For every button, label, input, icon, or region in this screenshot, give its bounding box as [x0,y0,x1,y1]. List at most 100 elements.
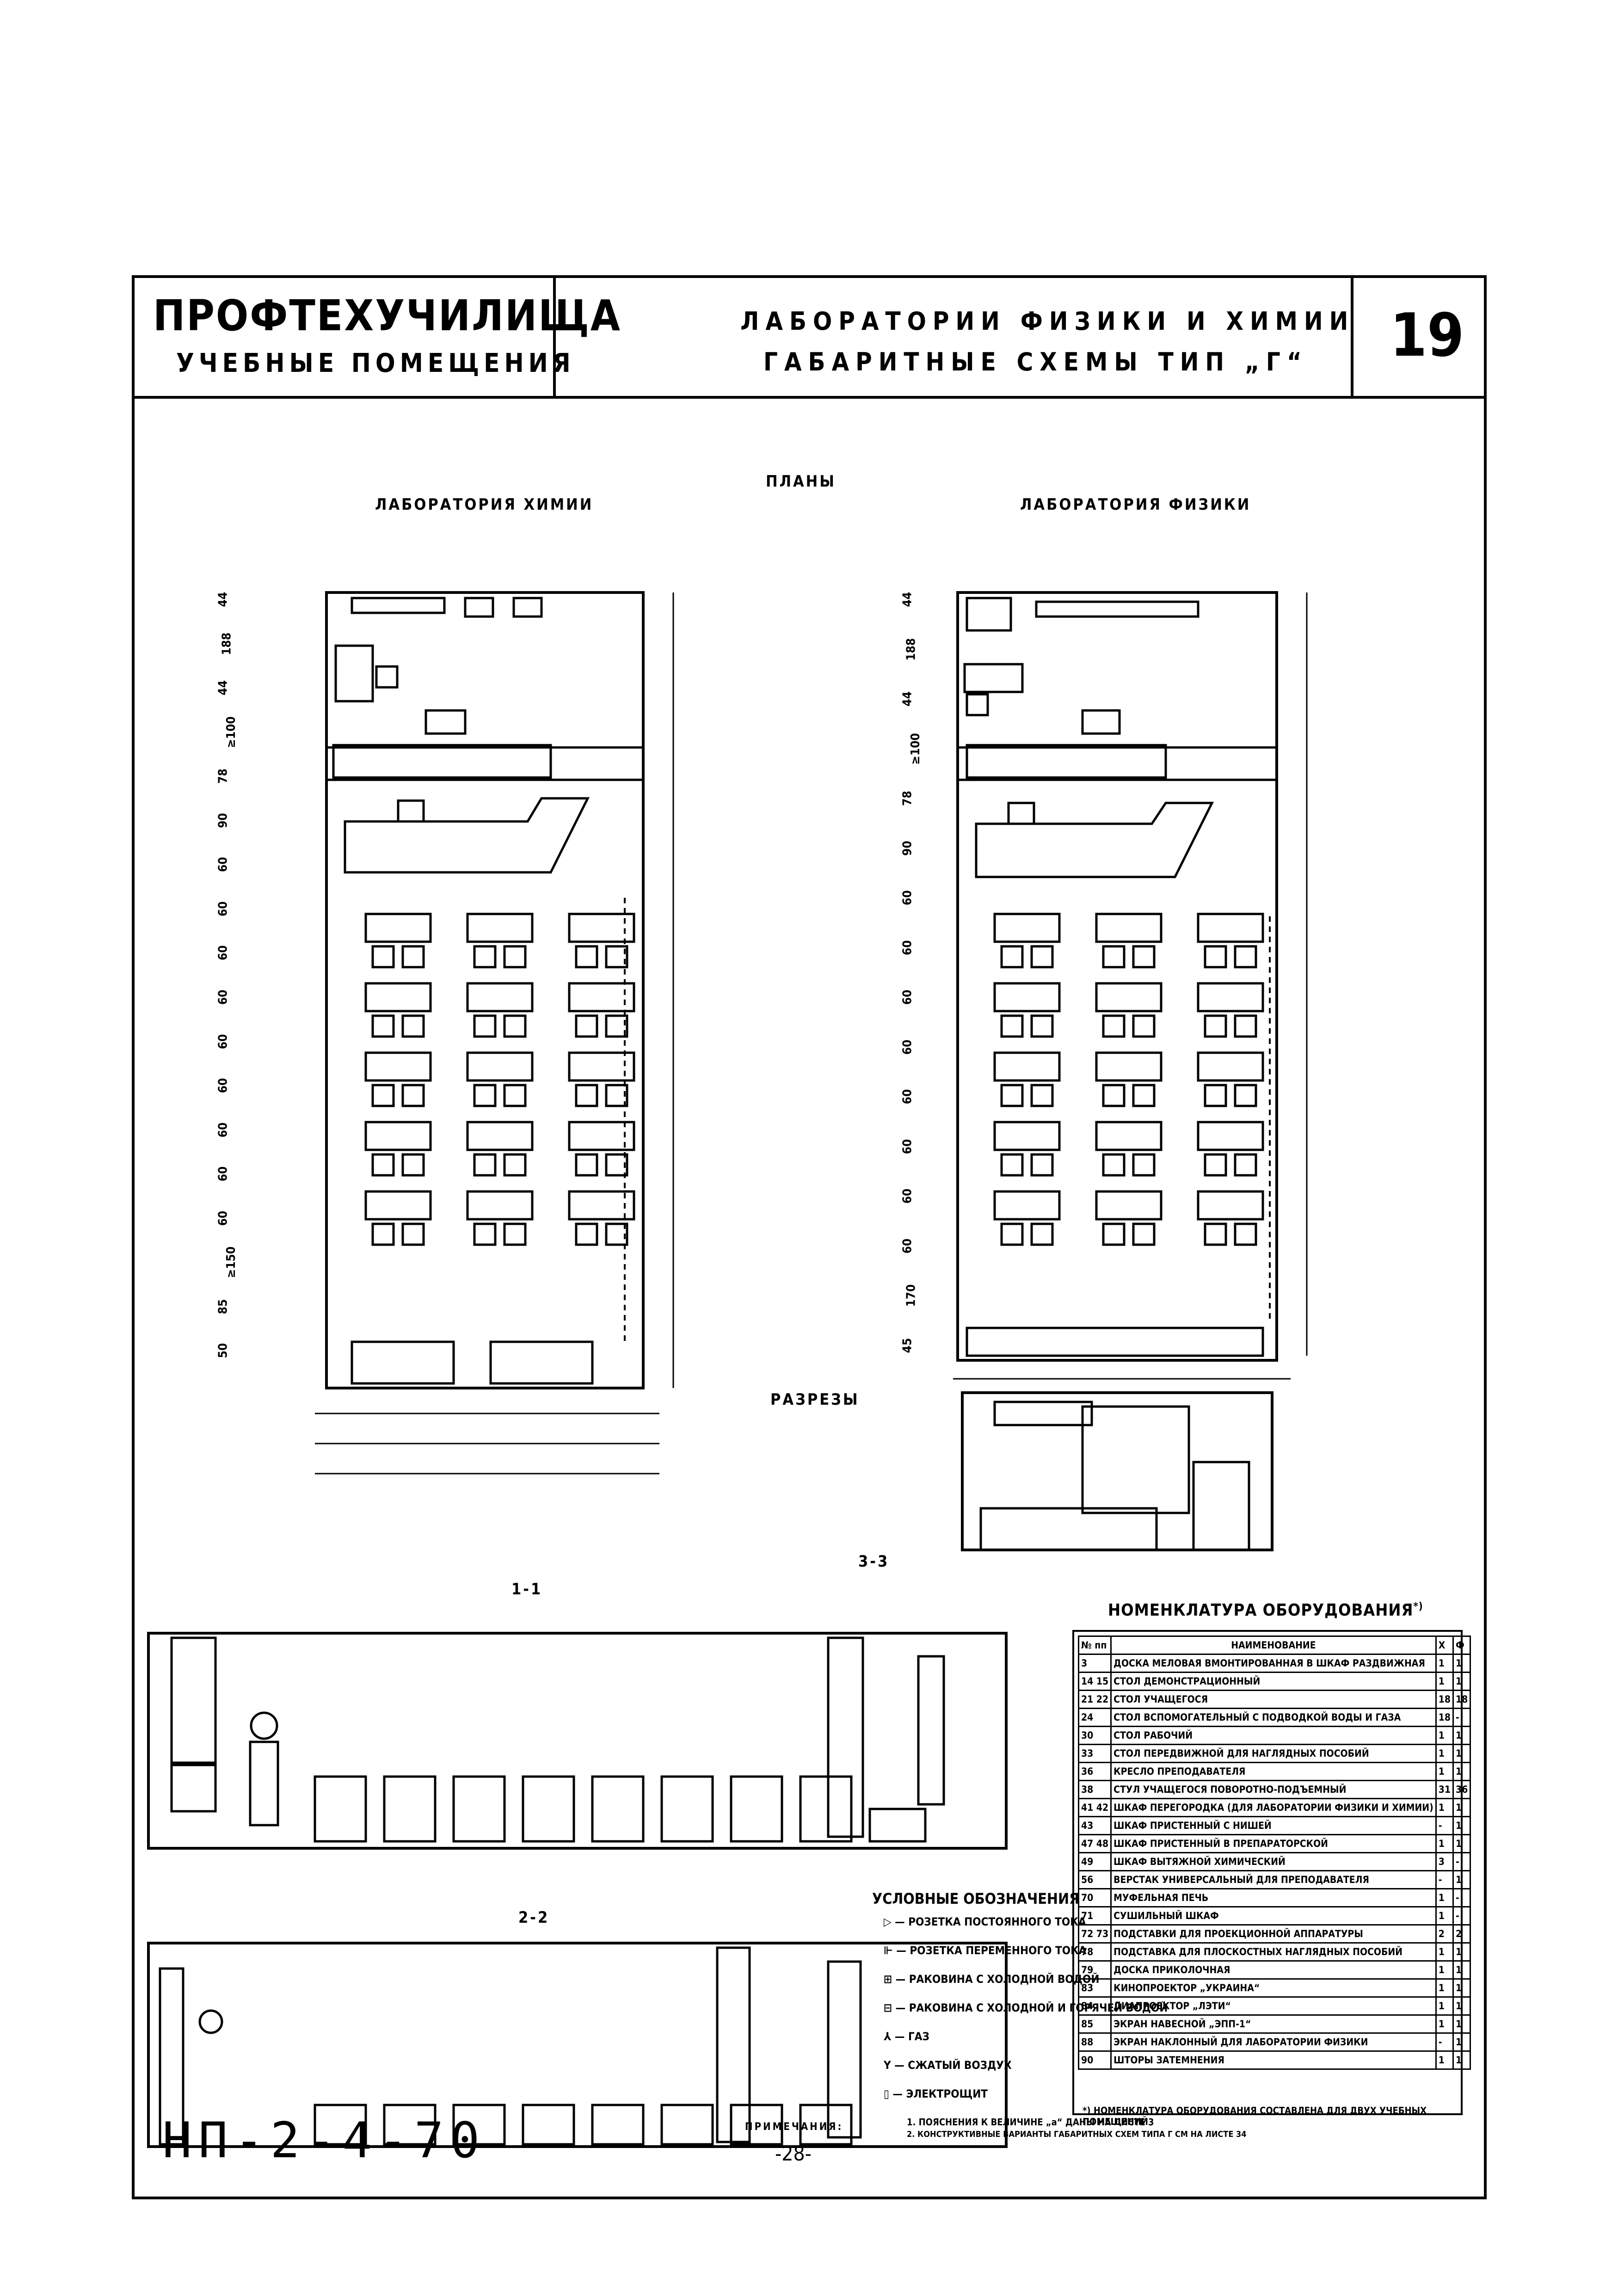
section-bench [522,1775,575,1843]
table-cell: СУШИЛЬНЫЙ ШКАФ [1110,1906,1437,1926]
student-desk [993,982,1061,1012]
table-cell: 1 [1452,1942,1471,1962]
table-cell: 1 [1452,1834,1471,1853]
student-chair [371,1084,395,1107]
nomenclature-title: НОМЕНКЛАТУРА ОБОРУДОВАНИЯ*) [1108,1601,1423,1620]
student-desk [568,1121,635,1151]
table-cell: - [1452,1852,1471,1871]
table-cell: ШКАФ ПЕРЕГОРОДКА (ДЛЯ ЛАБОРАТОРИИ ФИЗИКИ… [1110,1798,1437,1817]
table-cell: 1 [1452,1762,1471,1781]
legend-item: ▷ — РОЗЕТКА ПОСТОЯННОГО ТОКА [884,1915,1086,1928]
section-bench [660,2104,714,2146]
table-cell: 1 [1452,1726,1471,1745]
student-chair [1204,1222,1227,1246]
drawing-frame: ПРОФТЕХУЧИЛИЩА УЧЕБНЫЕ ПОМЕЩЕНИЯ ЛАБОРАТ… [132,275,1487,2199]
student-desk [364,982,432,1012]
section-bench [522,2104,575,2146]
table-cell: 30 [1077,1726,1112,1745]
table-cell: 18 [1435,1708,1454,1727]
student-chair [1102,1153,1126,1177]
table-cell: СТОЛ ВСПОМОГАТЕЛЬНЫЙ С ПОДВОДКОЙ ВОДЫ И … [1110,1708,1437,1727]
student-chair [1000,945,1024,969]
table-cell: 78 [1077,1942,1112,1962]
student-chair [1132,1014,1156,1038]
legend-item: ⊟ — РАКОВИНА С ХОЛОДНОЙ И ГОРЯЧЕЙ ВОДОЙ [884,2001,1168,2014]
table-cell: СТОЛ РАБОЧИЙ [1110,1726,1437,1745]
student-chair [575,1222,598,1246]
table-cell: 1 [1452,1744,1471,1763]
student-chair [605,1153,628,1177]
chem-fume-hood [351,1340,455,1385]
student-chair [1234,945,1257,969]
section-3-label: 3-3 [858,1552,890,1571]
table-cell: ШТОРЫ ЗАТЕМНЕНИЯ [1110,2050,1437,2070]
student-desk [568,913,635,943]
student-desk [1095,1051,1163,1082]
section-3-3 [961,1391,1273,1551]
student-desk [364,1190,432,1221]
table-cell: СТУЛ УЧАЩЕГОСЯ ПОВОРОТНО-ПОДЪЕМНЫЙ [1110,1780,1437,1799]
table-cell: 71 [1077,1906,1112,1926]
subtitle: УЧЕБНЫЕ ПОМЕЩЕНИЯ [176,348,575,378]
section-bench [730,2104,783,2146]
drawing-code: НП-2-4-70 [162,2112,486,2169]
section-bench [730,1775,783,1843]
table-cell: ШКАФ ПРИСТЕННЫЙ В ПРЕПАРАТОРСКОЙ [1110,1834,1437,1853]
student-desk [466,982,534,1012]
student-chair [503,1014,527,1038]
table-cell: 1 [1452,1870,1471,1889]
table-cell: ШКАФ ВЫТЯЖНОЙ ХИМИЧЕСКИЙ [1110,1852,1437,1871]
student-desk [1095,913,1163,943]
table-cell: - [1452,1906,1471,1926]
student-chair [503,1153,527,1177]
table-cell: ЭКРАН НАВЕСНОЙ „ЭПП-1“ [1110,2014,1437,2034]
student-chair [1000,1084,1024,1107]
student-desk [1197,1121,1264,1151]
table-cell: 38 [1077,1780,1112,1799]
student-chair [1204,945,1227,969]
legend-item: ⅄ — ГАЗ [884,2030,929,2043]
student-chair [1204,1153,1227,1177]
section-bench [591,2104,645,2146]
table-cell: МУФЕЛЬНАЯ ПЕЧЬ [1110,1888,1437,1907]
student-chair [1102,1014,1126,1038]
table-cell: 3 [1077,1654,1112,1673]
section-bench [314,2104,367,2146]
student-chair [371,1153,395,1177]
table-cell: 33 [1077,1744,1112,1763]
student-chair [1030,945,1054,969]
table-cell: 1 [1435,1960,1454,1980]
section-1-1 [147,1632,1008,1850]
table-cell: 47 48 [1077,1834,1112,1853]
table-cell: 1 [1452,1960,1471,1980]
phys-wall-cabinet [966,1327,1264,1357]
table-cell: 1 [1435,1762,1454,1781]
section-bench [452,1775,506,1843]
student-desk [364,913,432,943]
sections-heading: РАЗРЕЗЫ [770,1390,860,1409]
table-cell: КРЕСЛО ПРЕПОДАВАТЕЛЯ [1110,1762,1437,1781]
table-cell: - [1452,1888,1471,1907]
phys-partition-cabinet [966,744,1167,779]
student-chair [575,1084,598,1107]
student-desk [466,1190,534,1221]
phys-lab-title: ЛАБОРАТОРИЯ ФИЗИКИ [1020,495,1251,514]
student-chair [1234,1153,1257,1177]
student-desk [466,1121,534,1151]
student-desk [1197,1051,1264,1082]
student-chair [401,1084,425,1107]
table-cell: 18 [1435,1690,1454,1709]
table-cell: 49 [1077,1852,1112,1871]
table-cell: ШКАФ ПРИСТЕННЫЙ С НИШЕЙ [1110,1816,1437,1835]
legend-item: Y — СЖАТЫЙ ВОЗДУХ [884,2059,1012,2072]
legend-item: ⊞ — РАКОВИНА С ХОЛОДНОЙ ВОДОЙ [884,1973,1100,1986]
table-cell: 36 [1077,1762,1112,1781]
section-bench [314,1775,367,1843]
